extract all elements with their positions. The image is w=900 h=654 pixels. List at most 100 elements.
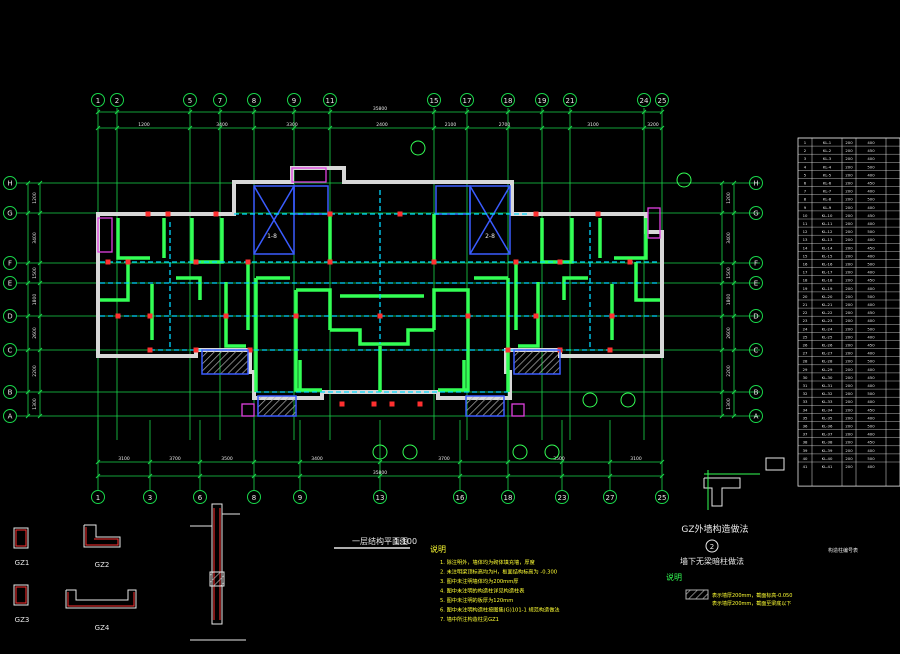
table-cell: KL-2 [823, 148, 832, 153]
dimension-text-top: 3200 [647, 122, 659, 128]
dimension-tick [731, 210, 737, 216]
wall-detail-number: 2 [710, 543, 714, 551]
plan-title: 一层结构平面图 [352, 536, 408, 546]
dimension-tick [37, 313, 43, 319]
axis-bubble-top [563, 93, 577, 107]
table-cell: 200 [845, 334, 853, 339]
wall-section-detail [190, 503, 246, 641]
table-cell: 450 [867, 213, 875, 218]
dimension-text-bottom: 3100 [630, 456, 642, 462]
dimension-tick [719, 210, 725, 216]
dimension-tick [641, 125, 647, 131]
structural-columns [105, 211, 633, 407]
table-cell: 450 [867, 148, 875, 153]
column-marker [327, 211, 333, 217]
table-cell: 25 [803, 334, 808, 339]
axis-label-right: E [754, 280, 758, 288]
dimension-text-left: 3400 [32, 232, 38, 244]
gz4-label: GZ4 [95, 624, 110, 632]
table-cell: 200 [845, 245, 853, 250]
table-cell: KL-32 [822, 391, 833, 396]
axis-bubble-right [749, 176, 763, 190]
table-cell: 200 [845, 318, 853, 323]
axis-bubble-right [749, 343, 763, 357]
table-cell: 400 [867, 302, 875, 307]
dimension-tick [731, 313, 737, 319]
column-marker [595, 211, 601, 217]
table-cell: 400 [867, 448, 875, 453]
table-cell: 400 [867, 351, 875, 356]
axis-bubble-bottom [555, 490, 569, 504]
axis-bubble-top [655, 93, 669, 107]
table-cell: 12 [803, 229, 808, 234]
dimension-tick [464, 109, 470, 115]
dimension-text-top: 3100 [587, 122, 599, 128]
dimension-tick [25, 389, 31, 395]
table-cell: 16 [803, 262, 808, 267]
table-cell: 9 [804, 205, 807, 210]
table-cell: 450 [867, 245, 875, 250]
dimension-tick [505, 125, 511, 131]
table-cell: KL-5 [823, 172, 832, 177]
table-cell: 38 [803, 440, 808, 445]
column-marker [245, 259, 251, 265]
axis-label-bottom: 9 [298, 494, 302, 502]
table-cell: 500 [867, 359, 875, 364]
table-cell: KL-35 [822, 415, 833, 420]
dimension-tick [377, 473, 383, 479]
table-cell: 1 [804, 140, 807, 145]
table-cell: 450 [867, 181, 875, 186]
column-marker [339, 401, 345, 407]
table-cell: 200 [845, 140, 853, 145]
shear-walls [100, 214, 660, 392]
dimension-tick [37, 280, 43, 286]
legend-line-1: 表示墙厚200mm，截面标高-0.050 [712, 592, 792, 599]
axis-label-bottom: 18 [504, 494, 513, 502]
table-cell: 400 [867, 253, 875, 258]
table-cell: 30 [803, 375, 808, 380]
axis-label-top: 8 [252, 97, 256, 105]
axis-label-right: C [754, 347, 759, 355]
dimension-tick [251, 473, 257, 479]
axis-bubble-top [91, 93, 105, 107]
dimension-text-left: 1800 [32, 294, 38, 306]
table-cell: 13 [803, 237, 808, 242]
dimension-tick [95, 109, 101, 115]
legend-line-2: 表示墙厚200mm，截面至梁底以下 [712, 600, 791, 607]
axis-bubble-bottom [143, 490, 157, 504]
axis-label-top: 21 [566, 97, 575, 105]
table-cell: 6 [804, 181, 807, 186]
table-cell: KL-16 [822, 262, 833, 267]
axis-bubble-bottom [91, 490, 105, 504]
note-line: 6. 图中未注明构造柱按图集(G)101-1 规范构造做法 [440, 606, 560, 614]
axis-bubble-top [460, 93, 474, 107]
table-cell: 28 [803, 359, 808, 364]
dimension-tick [37, 260, 43, 266]
table-cell: KL-27 [822, 351, 833, 356]
dimension-tick [731, 180, 737, 186]
axis-bubble-left [3, 385, 17, 399]
axis-bubble-top [110, 93, 124, 107]
dimension-tick [505, 473, 511, 479]
column-marker [513, 259, 519, 265]
dimension-tick [559, 473, 565, 479]
dimension-tick [25, 280, 31, 286]
table-cell: 10 [803, 213, 808, 218]
column-marker [115, 313, 121, 319]
dimension-text-bottom: 3700 [169, 456, 181, 462]
axis-bubble-top [637, 93, 651, 107]
dimension-tick [37, 347, 43, 353]
room-label-1: 1-8 [267, 233, 277, 240]
axis-label-top: 11 [326, 97, 335, 105]
dimension-tick [147, 459, 153, 465]
table-cell: 200 [845, 278, 853, 283]
dimension-text-left: 1200 [32, 192, 38, 204]
table-cell: KL-37 [822, 432, 833, 437]
dimension-text-bottom: 3700 [438, 456, 450, 462]
table-cell: 200 [845, 448, 853, 453]
axis-bubble-bottom [453, 490, 467, 504]
table-cell: 20 [803, 294, 808, 299]
dimension-text-right: 1300 [726, 398, 732, 410]
table-cell: 200 [845, 172, 853, 177]
